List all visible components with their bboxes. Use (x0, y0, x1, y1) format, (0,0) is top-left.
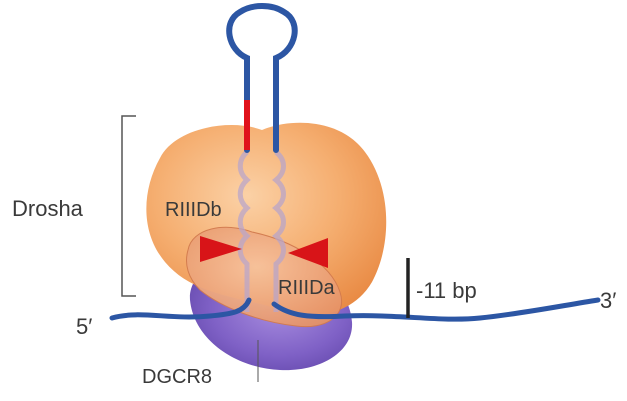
bp-offset-label: -11 bp (416, 278, 477, 303)
riiida-label: RIIIDa (278, 277, 336, 299)
dgcr8-label: DGCR8 (142, 366, 212, 388)
rna-strand (112, 300, 598, 319)
drosha-label: Drosha (12, 196, 84, 221)
riiidb-label: RIIIDb (165, 199, 222, 221)
five-prime-label: 5′ (76, 314, 92, 339)
drosha-bracket (122, 116, 136, 296)
three-prime-label: 3′ (600, 288, 616, 313)
